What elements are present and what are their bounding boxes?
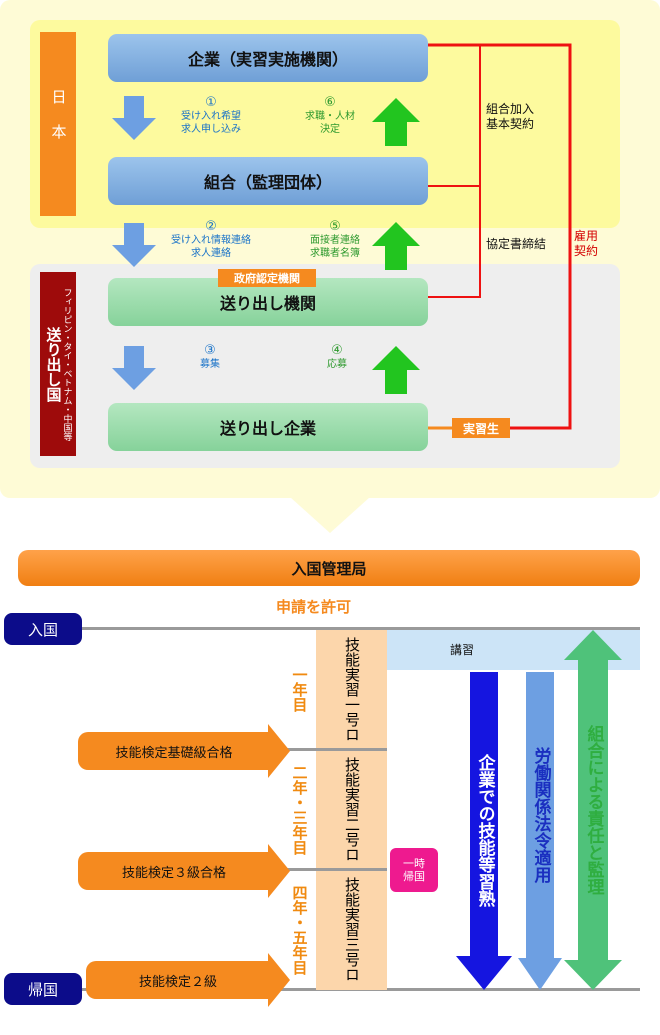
- test-arrow-2: 技能検定３級合格: [78, 852, 270, 890]
- down-arrow-3: [112, 346, 156, 390]
- permission-label: 申請を許可: [276, 598, 352, 616]
- entry-line: [70, 627, 640, 630]
- year-label-1: 一年目: [290, 666, 309, 712]
- return-label: 帰国: [4, 973, 82, 1005]
- year-label-2: 二年・三年目: [290, 764, 309, 855]
- test-arrow-2-head: [268, 844, 290, 898]
- up-arrow-6: [372, 98, 420, 146]
- sending-company-box: 送り出し企業: [108, 403, 428, 451]
- test-arrow-1-head: [268, 724, 290, 778]
- test-arrow-1: 技能検定基礎級合格: [78, 732, 270, 770]
- training-type-2: 技能実習二号ロ: [343, 757, 361, 862]
- immigration-bureau-bar: 入国管理局: [18, 550, 640, 586]
- sending-country-label: 送り出し国 フィリピン・タイ・ベトナム・中国等: [40, 272, 76, 456]
- sending-org-box: 送り出し機関: [108, 278, 428, 326]
- labor-law-arrow-label: 労働関係法令適用: [530, 747, 551, 883]
- gov-cert-tag: 政府認定機関: [218, 269, 316, 287]
- training-type-3: 技能実習三号ロ: [343, 877, 361, 982]
- entry-label: 入国: [4, 613, 82, 645]
- down-arrow-2: [112, 223, 156, 267]
- skill-arrow: [456, 672, 512, 990]
- training-divider-2: [283, 868, 387, 871]
- down-arrow-1: [112, 96, 156, 140]
- panel-pointer: [290, 497, 370, 533]
- up-arrow-5: [372, 222, 420, 270]
- employment-label: 雇用 契約: [574, 229, 599, 258]
- japan-label: 日本: [40, 32, 76, 216]
- test-arrow-3: 技能検定２級: [86, 961, 270, 999]
- union-box: 組合（監理団体）: [108, 157, 428, 205]
- lecture-label: 講習: [450, 643, 475, 657]
- temporary-return-badge: 一時 帰国: [390, 848, 438, 892]
- connector-lines: [428, 43, 572, 430]
- training-column: [316, 630, 387, 990]
- trainee-tag: 実習生: [452, 418, 510, 438]
- union-join-label: 組合加入 基本契約: [486, 102, 535, 131]
- test-arrow-3-head: [268, 953, 290, 1007]
- year-label-3: 四年・五年目: [290, 884, 309, 975]
- agreement-label: 協定書締結: [486, 237, 547, 251]
- training-divider-1: [283, 748, 387, 751]
- union-supervision-arrow: [564, 630, 622, 990]
- union-supervision-arrow-label: 組合による責任と監理: [583, 725, 604, 895]
- training-type-1: 技能実習一号ロ: [343, 636, 361, 742]
- skill-arrow-label: 企業での技能等習熟: [474, 753, 495, 907]
- labor-law-arrow: [518, 672, 562, 990]
- up-arrow-4: [372, 346, 420, 394]
- company-box: 企業（実習実施機関）: [108, 34, 428, 82]
